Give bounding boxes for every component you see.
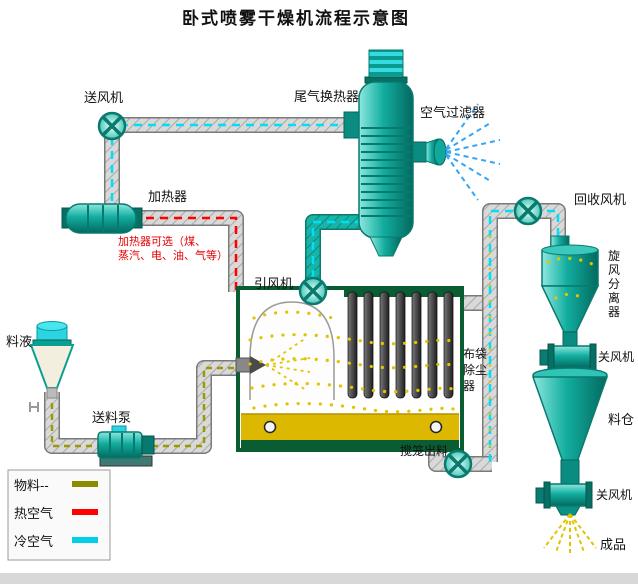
svg-text:旋: 旋 (608, 249, 620, 263)
spray-dome (249, 301, 335, 400)
spray-nozzle (250, 356, 266, 374)
label-cyclone-separator: 旋 风 分 离 器 (608, 249, 620, 319)
silo (531, 367, 609, 485)
label-feed-liquid: 料液 (6, 334, 32, 349)
tank-stand (29, 402, 39, 412)
label-induced-fan: 引风机 (254, 276, 293, 291)
feed-pump (97, 425, 155, 467)
legend-cold-air-label: 冷空气 (14, 534, 53, 549)
label-heater-note-line2: 蒸汽、电、油、气等） (118, 248, 228, 262)
svg-text:布袋: 布袋 (463, 347, 487, 361)
legend-material-label: 物料-- (14, 478, 49, 493)
svg-text:器: 器 (463, 379, 475, 393)
auger-port (429, 420, 443, 434)
label-feed-pump: 送料泵 (92, 410, 131, 425)
svg-text:器: 器 (608, 305, 620, 319)
feed-tank (29, 321, 75, 412)
air-intake-rays (445, 103, 501, 201)
label-silo: 料仓 (608, 412, 634, 427)
legend-hot-air-label: 热空气 (14, 506, 53, 521)
recovery-fan-icon (513, 196, 543, 226)
legend-hot-air-swatch (72, 509, 98, 515)
supply-fan-icon (97, 111, 127, 141)
auger-port (263, 420, 277, 434)
auger-discharge-valve-icon (443, 449, 473, 479)
svg-text:风: 风 (608, 263, 620, 277)
bottom-strip (0, 573, 638, 584)
label-recovery-fan: 回收风机 (574, 192, 626, 207)
svg-text:分: 分 (608, 277, 620, 291)
legend: 物料-- 热空气 冷空气 (7, 469, 111, 561)
label-exhaust-heat-exchanger: 尾气换热器 (294, 89, 359, 104)
label-airlock-top: 关风机 (598, 350, 634, 364)
air-filter (425, 103, 501, 201)
material-pool (241, 414, 459, 442)
cyclone-separator (540, 235, 600, 349)
label-product: 成品 (600, 537, 626, 552)
label-bag-filter: 布袋 除尘 器 (463, 347, 487, 393)
rotary-airlock-bottom (535, 481, 593, 516)
page-title: 卧式喷雾干燥机流程示意图 (182, 8, 410, 28)
svg-text:除尘: 除尘 (463, 362, 487, 377)
heater (61, 203, 143, 234)
cyclone-particles (546, 256, 594, 302)
exhaust-heat-exchanger (343, 49, 427, 257)
label-auger-discharge: 搅笼出料 (400, 443, 448, 458)
bag-filter-bars (344, 289, 460, 399)
product-spray (543, 513, 597, 554)
legend-material-swatch (72, 481, 98, 487)
label-heater-note-line1: 加热器可选（煤、 (118, 235, 206, 248)
svg-text:离: 离 (608, 290, 620, 305)
induced-fan-icon (298, 276, 328, 306)
label-airlock-bottom: 关风机 (596, 488, 632, 502)
heat-exchanger-ribs (361, 127, 411, 217)
label-heater: 加热器 (148, 189, 187, 204)
label-air-filter: 空气过滤器 (420, 105, 485, 120)
legend-cold-air-swatch (72, 537, 98, 543)
label-supply-fan: 送风机 (84, 90, 123, 105)
material-particles (248, 310, 458, 414)
drying-chamber (235, 286, 464, 452)
